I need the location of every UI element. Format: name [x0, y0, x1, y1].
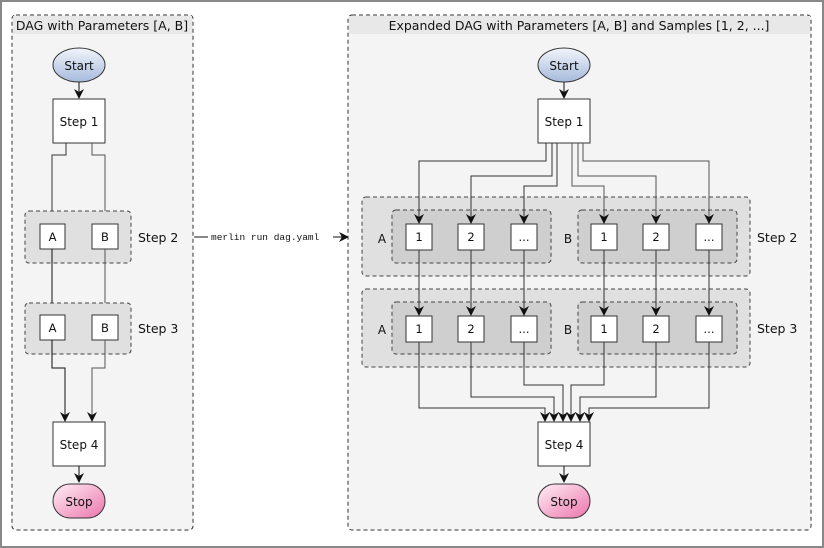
expanded-step4-label: Step 4 [545, 438, 584, 452]
edge-step1-step2b [91, 143, 110, 223]
edge-step1-a-sample-3 [519, 143, 558, 224]
edge-step1-b-sample-3 [582, 143, 714, 224]
command-label: merlin run dag.yaml [211, 232, 320, 243]
step1-node-label: Step 1 [60, 115, 99, 129]
edge-step3-a-sample-2-step4 [470, 342, 559, 422]
expanded-step3-b-label: B [564, 323, 572, 337]
expanded-step3-label: Step 3 [757, 321, 797, 336]
right-panel-title: Expanded DAG with Parameters [A, B] and … [389, 18, 770, 33]
left-panel-title: DAG with Parameters [A, B] [16, 18, 188, 33]
edge-step1-step2a [47, 143, 67, 223]
start-node-label: Start [64, 59, 94, 73]
edge-step3-b-sample-1-step4 [566, 342, 605, 422]
step2-a-sample-1-label: 1 [415, 230, 422, 244]
step3-b-node [91, 314, 119, 341]
expanded-step2-label: Step 2 [757, 230, 797, 245]
expanded-stop-node [537, 483, 591, 519]
step2-a-sample-3-label: ... [519, 230, 530, 244]
expanded-step3-a-label: A [378, 323, 387, 337]
step3-label: Step 3 [138, 321, 178, 336]
step2-b-sample-1-node [590, 223, 618, 251]
step2-a-sample-2-label: 2 [467, 230, 474, 244]
step2-a-sample-1-node [405, 223, 433, 251]
step2-b-sample-3-node [695, 223, 723, 251]
edge-step1-b-sample-2 [577, 143, 661, 224]
expanded-step2-b-label: B [564, 232, 572, 246]
expanded-step2-a-label: A [378, 232, 387, 246]
step2-a-node [39, 223, 66, 250]
step2-a-sample-2-node [457, 223, 485, 251]
step2-a-sample-3-node [510, 223, 538, 251]
step3-a-label: A [49, 321, 57, 335]
stop-node-label: Stop [65, 495, 92, 509]
expanded-start-label: Start [549, 59, 579, 73]
edge-step1-a-sample-1 [414, 143, 547, 224]
stop-node [52, 483, 106, 519]
step3-a-sample-2-node [457, 315, 485, 343]
step2-b-sample-3-label: ... [704, 230, 715, 244]
edge-step3-a-sample-1-step4 [418, 342, 550, 422]
step3-b-sample-2-node [642, 315, 670, 343]
expanded-samples: 1 2... 1 2... 1 2... 1 2... [405, 223, 723, 343]
expanded-edges [414, 143, 714, 422]
edge-step3-b-sample-3-step4 [584, 342, 710, 422]
step2-b-sample-2-node [642, 223, 670, 251]
left-panel-frame [11, 14, 194, 531]
step2-b-sample-1-label: 1 [600, 230, 607, 244]
step3-b-sample-1-node [590, 315, 618, 343]
edge-step1-b-sample-1 [571, 143, 609, 224]
right-panel: Expanded DAG with Parameters [A, B] and … [347, 14, 812, 531]
step3-a-sample-3-label: ... [519, 322, 530, 336]
step1-node [52, 98, 106, 144]
expanded-step1-label: Step 1 [545, 115, 584, 129]
step2-label: Step 2 [138, 230, 178, 245]
expanded-stop-label: Stop [550, 495, 577, 509]
edge-step3-a-sample-3-step4 [523, 342, 568, 422]
step3-b-sample-1-label: 1 [600, 322, 607, 336]
expanded-step4-node [537, 421, 591, 467]
edge-step3a-step4 [51, 340, 70, 422]
step3-a-sample-1-node [405, 315, 433, 343]
step4-node-label: Step 4 [60, 438, 99, 452]
step3-b-sample-3-node [695, 315, 723, 343]
step3-a-sample-2-label: 2 [467, 322, 474, 336]
step3-a-sample-3-node [510, 315, 538, 343]
step3-b-sample-2-label: 2 [652, 322, 659, 336]
step4-node [52, 421, 106, 467]
right-panel-title-bar [349, 16, 810, 34]
edge-step3-b-sample-2-step4 [575, 342, 657, 422]
edge-step1-a-sample-2 [466, 143, 553, 224]
step3-b-label: B [101, 321, 109, 335]
step3-b-sample-3-label: ... [704, 322, 715, 336]
step3-a-sample-1-label: 1 [415, 322, 422, 336]
left-panel: DAG with Parameters [A, B] Start Step 1 … [11, 14, 194, 531]
command-arrow: merlin run dag.yaml [194, 232, 349, 243]
step2-a-label: A [49, 230, 57, 244]
step2-b-label: B [101, 230, 109, 244]
step3-a-node [39, 314, 66, 341]
edge-step3b-step4 [87, 340, 106, 422]
left-panel-title-bar [13, 16, 192, 34]
expanded-step1-node [537, 98, 591, 144]
step2-b-sample-2-label: 2 [652, 230, 659, 244]
